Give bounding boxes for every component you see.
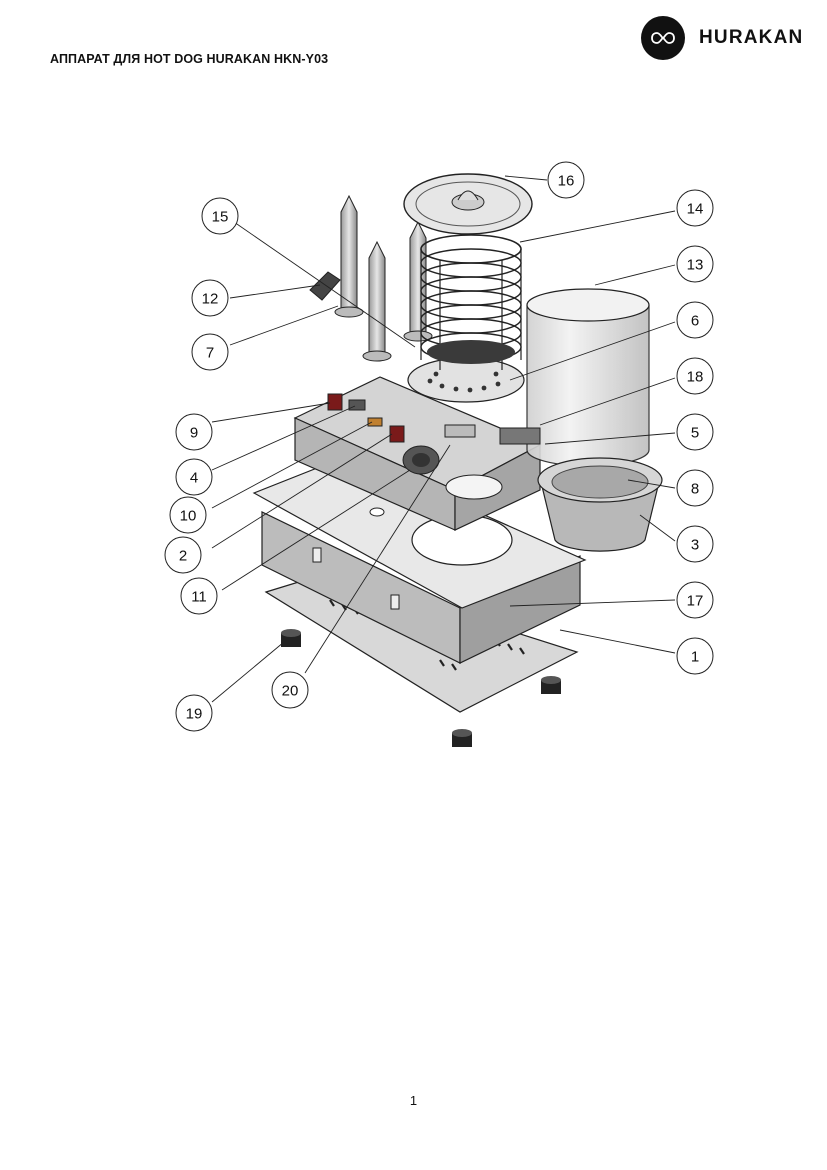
callout-label: 13 bbox=[687, 257, 704, 274]
heating-spikes bbox=[309, 194, 433, 362]
callout-label: 12 bbox=[202, 291, 219, 308]
callout-16: 16 bbox=[547, 161, 585, 199]
callout-label: 6 bbox=[691, 313, 699, 330]
callout-12: 12 bbox=[191, 279, 229, 317]
callout-8: 8 bbox=[676, 469, 714, 507]
callout-label: 19 bbox=[186, 706, 203, 723]
rubber-feet bbox=[281, 629, 561, 747]
callout-label: 3 bbox=[691, 537, 699, 554]
callout-label: 7 bbox=[206, 345, 214, 362]
hurakan-logo-icon bbox=[641, 16, 685, 60]
callout-20: 20 bbox=[271, 671, 309, 709]
callout-7: 7 bbox=[191, 333, 229, 371]
drip-bowl bbox=[537, 457, 663, 552]
brand-header: HURAKAN bbox=[641, 16, 803, 60]
motor-gear bbox=[402, 424, 476, 475]
callout-label: 1 bbox=[691, 649, 699, 666]
callout-label: 2 bbox=[179, 548, 187, 565]
callout-11: 11 bbox=[180, 577, 218, 615]
top-panel bbox=[252, 454, 587, 609]
document-title: АППАРАТ ДЛЯ HOT DOG HURAKAN HKN-Y03 bbox=[50, 52, 329, 66]
callout-label: 11 bbox=[191, 589, 207, 606]
callout-label: 20 bbox=[282, 683, 299, 700]
callout-14: 14 bbox=[676, 189, 714, 227]
callout-1: 1 bbox=[676, 637, 714, 675]
callout-15: 15 bbox=[201, 197, 239, 235]
callout-17: 17 bbox=[676, 581, 714, 619]
callout-3: 3 bbox=[676, 525, 714, 563]
callout-9: 9 bbox=[175, 413, 213, 451]
page-number: 1 bbox=[409, 1093, 418, 1108]
callout-13: 13 bbox=[676, 245, 714, 283]
callout-label: 17 bbox=[687, 593, 704, 610]
callout-label: 16 bbox=[558, 173, 575, 190]
callout-19: 19 bbox=[175, 694, 213, 732]
callout-2: 2 bbox=[164, 536, 202, 574]
callout-5: 5 bbox=[676, 413, 714, 451]
bun-cage bbox=[407, 234, 525, 403]
callout-label: 15 bbox=[212, 209, 229, 226]
callout-label: 5 bbox=[691, 425, 699, 442]
callout-10: 10 bbox=[169, 496, 207, 534]
callout-label: 18 bbox=[687, 369, 704, 386]
leader-lines bbox=[211, 175, 676, 703]
callout-6: 6 bbox=[676, 301, 714, 339]
callout-label: 9 bbox=[190, 425, 198, 442]
callout-4: 4 bbox=[175, 458, 213, 496]
callout-label: 14 bbox=[687, 201, 704, 218]
housing-body bbox=[261, 511, 581, 664]
cage-lid bbox=[403, 173, 533, 235]
brand-name: HURAKAN bbox=[699, 27, 804, 48]
callout-18: 18 bbox=[676, 357, 714, 395]
switch-parts bbox=[327, 393, 405, 443]
callout-label: 8 bbox=[691, 481, 699, 498]
callout-label: 4 bbox=[190, 470, 198, 487]
callout-label: 10 bbox=[180, 508, 197, 525]
glass-cylinder bbox=[499, 288, 650, 467]
